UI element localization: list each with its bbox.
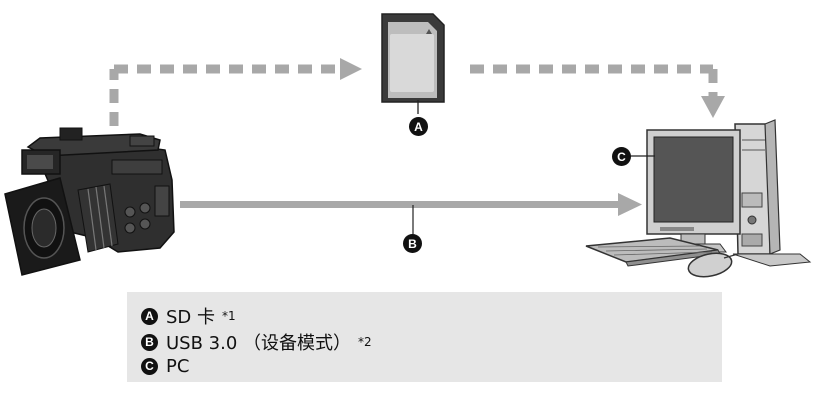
legend-marker-a: A — [141, 307, 158, 325]
legend-note-b: *2 — [358, 335, 372, 349]
legend-item-b: B USB 3.0 （设备模式） *2 — [141, 330, 372, 354]
legend-marker-b: B — [141, 333, 158, 351]
legend-text-c: PC — [166, 355, 190, 377]
dashed-arrow-sd-to-pc — [470, 64, 725, 118]
legend-note-a: *1 — [222, 309, 236, 323]
legend-box: A SD 卡 *1 B USB 3.0 （设备模式） *2 C PC — [127, 292, 722, 382]
solid-arrow-usb — [180, 193, 642, 216]
dashed-arrow-camera-to-sd — [109, 58, 362, 126]
marker-a: A — [409, 117, 428, 136]
legend-text-b: USB 3.0 （设备模式） — [166, 333, 352, 354]
camcorder-icon — [4, 127, 175, 276]
marker-b: B — [403, 234, 422, 253]
mouse-icon — [687, 252, 739, 278]
legend-item-a: A SD 卡 *1 — [141, 304, 236, 328]
legend-text-a: SD 卡 — [166, 307, 216, 328]
marker-c: C — [612, 147, 631, 166]
keyboard-icon — [585, 237, 721, 267]
legend-item-c: C PC — [141, 354, 189, 378]
desktop-pc-icon — [646, 119, 812, 267]
legend-marker-c: C — [141, 357, 158, 375]
sd-card-icon — [381, 13, 445, 114]
